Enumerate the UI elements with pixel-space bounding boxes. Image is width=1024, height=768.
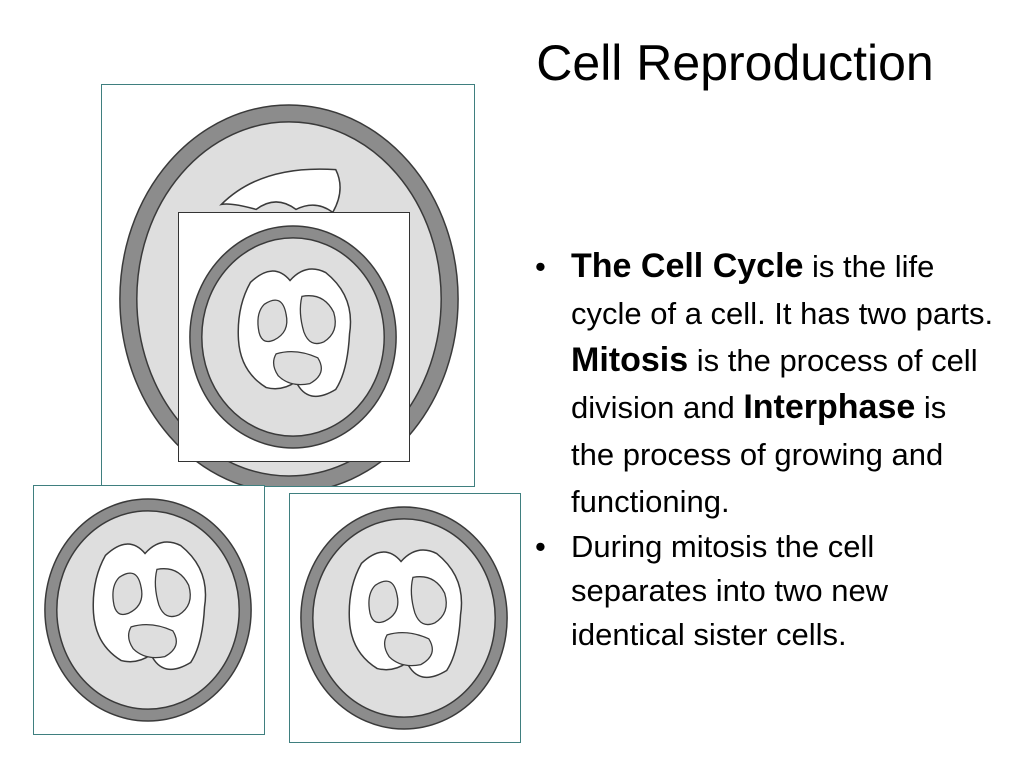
bullet-term: Interphase	[743, 388, 916, 426]
bullet-text: is the life cycle of a cell. It has two …	[571, 249, 994, 331]
daughter-cell-icon	[300, 506, 508, 730]
daughter-cell-frame-left	[33, 485, 265, 735]
bullet-term: Mitosis	[571, 341, 689, 379]
daughter-cell-icon	[44, 498, 252, 722]
bullet-item: The Cell Cycle is the life cycle of a ce…	[535, 243, 995, 525]
bullet-text: is the process of cell division and	[571, 343, 978, 425]
bullet-item: During mitosis the cell separates into t…	[535, 525, 995, 657]
bullet-text: During mitosis the cell separates into t…	[571, 529, 889, 652]
bullet-term: The Cell Cycle	[571, 247, 804, 285]
slide-title: Cell Reproduction	[536, 35, 934, 91]
bullet-list: The Cell Cycle is the life cycle of a ce…	[535, 243, 995, 657]
bullet-text: is the process of growing and functionin…	[571, 390, 947, 519]
cell-frame-top	[178, 212, 410, 462]
daughter-cell-frame-right	[289, 493, 521, 743]
cell-icon	[189, 225, 397, 449]
